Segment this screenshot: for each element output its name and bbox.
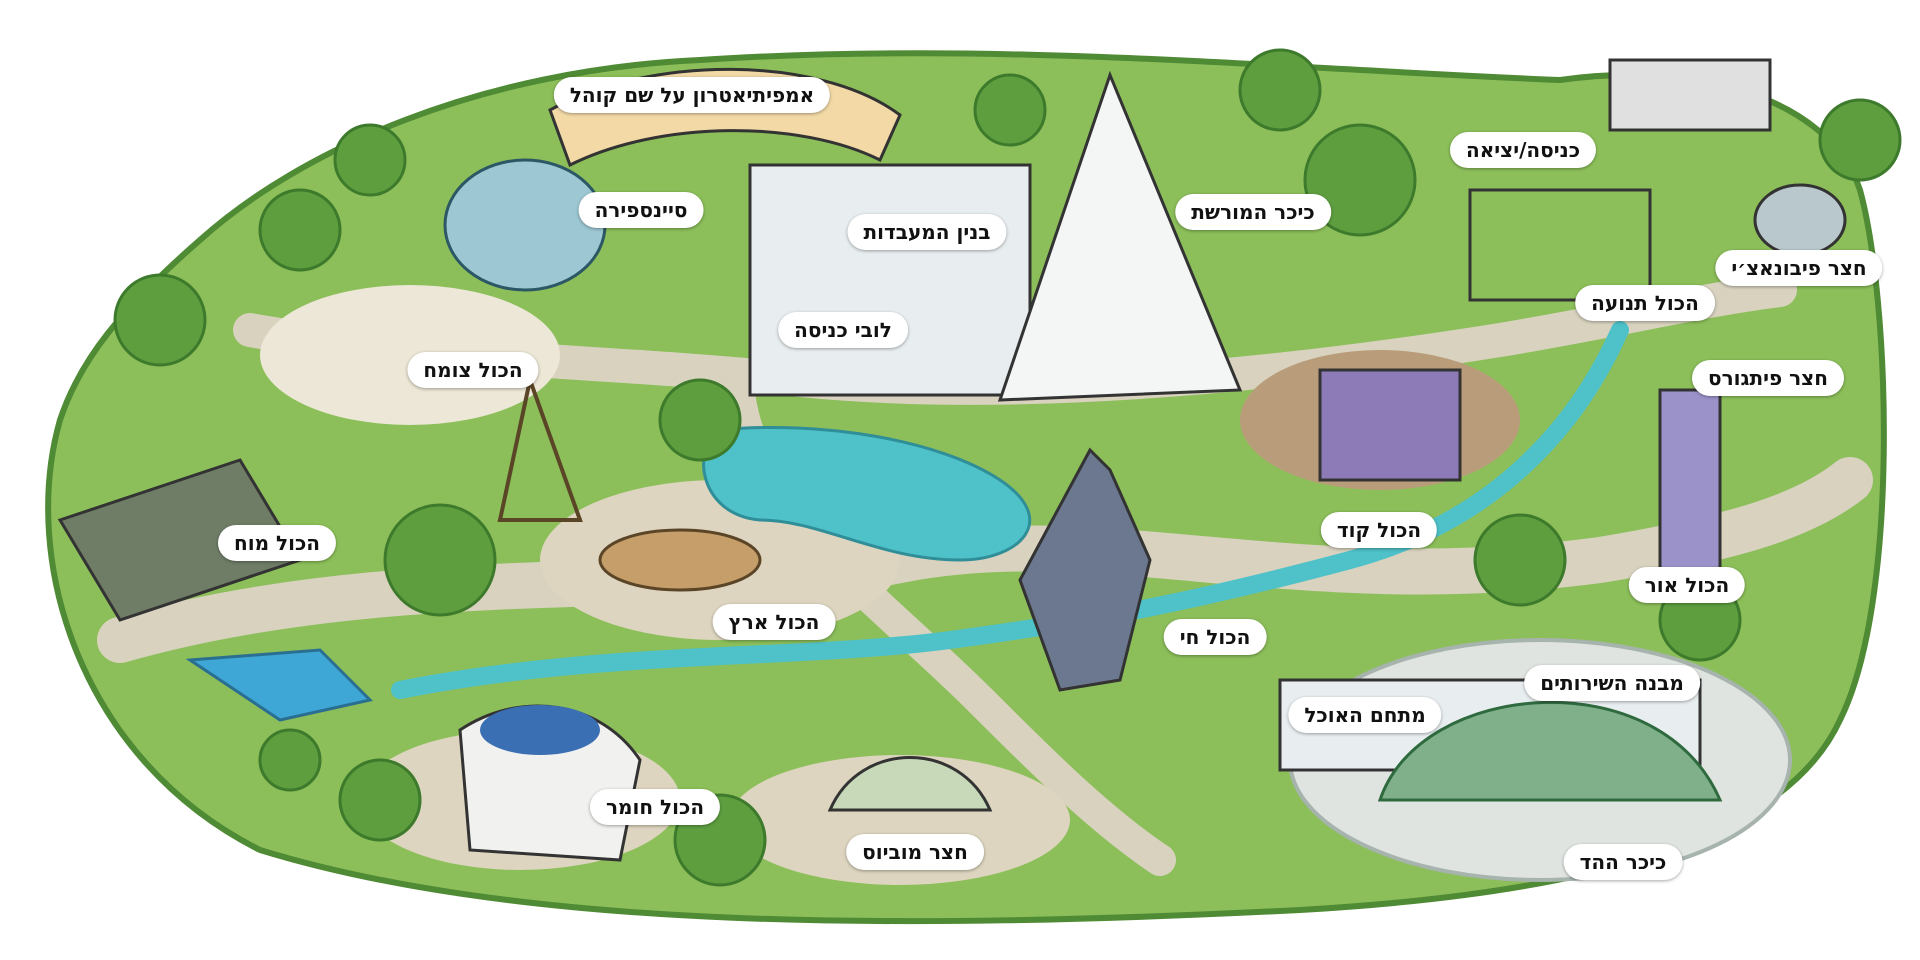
label-fibonacci[interactable]: חצר פיבונאצ׳י <box>1715 250 1883 286</box>
matter-umbrella <box>480 705 600 755</box>
tree <box>1303 123 1417 237</box>
label-echo[interactable]: כיכר ההד <box>1563 844 1683 880</box>
label-pythagoras[interactable]: חצר פיתגורס <box>1692 360 1844 396</box>
earth-deck <box>598 528 762 592</box>
entrance-gates <box>1608 58 1772 132</box>
tree <box>258 728 322 792</box>
tree <box>338 758 422 842</box>
label-alive[interactable]: הכול חי <box>1163 619 1267 655</box>
label-lobby[interactable]: לובי כניסה <box>778 312 908 348</box>
label-heritage[interactable]: כיכר המורשת <box>1175 194 1331 230</box>
pond <box>702 425 1032 562</box>
tree <box>1818 98 1902 182</box>
heritage-tent <box>997 70 1243 402</box>
labs-building <box>748 163 1032 397</box>
brain-pool <box>185 648 373 722</box>
alive-giant-figure <box>1018 447 1152 692</box>
tree <box>333 123 407 197</box>
fibonacci-dome <box>1753 183 1847 257</box>
label-services[interactable]: מבנה השירותים <box>1524 665 1700 701</box>
label-plants[interactable]: הכול צומח <box>407 352 539 388</box>
label-light[interactable]: הכול אור <box>1628 567 1746 603</box>
label-earth[interactable]: הכול ארץ <box>712 604 836 640</box>
tree <box>113 273 207 367</box>
echo-dome <box>1377 700 1723 802</box>
label-cinesphere[interactable]: סיינספירה <box>578 192 704 228</box>
tree <box>658 378 742 462</box>
mobius-pavilion <box>827 756 993 812</box>
label-motion[interactable]: הכול תנועה <box>1575 285 1715 321</box>
motion-structure <box>1468 188 1652 302</box>
code-cube <box>1318 368 1462 482</box>
mobius-plaza <box>730 755 1070 885</box>
label-matter[interactable]: הכול חומר <box>589 789 721 825</box>
label-brain[interactable]: הכול מוח <box>217 525 337 561</box>
label-mobius[interactable]: חצר מוביוס <box>846 834 984 870</box>
label-labs[interactable]: בנין המעבדות <box>847 214 1007 250</box>
earth-tower <box>497 372 583 522</box>
light-tower <box>1658 388 1722 572</box>
tree <box>383 503 497 617</box>
tree <box>258 188 342 272</box>
tree <box>973 73 1047 147</box>
tree <box>1238 48 1322 132</box>
label-food[interactable]: מתחם האוכל <box>1288 697 1442 733</box>
tree <box>1473 513 1567 607</box>
tree-cluster <box>113 48 1902 887</box>
label-code[interactable]: הכול קוד <box>1320 512 1438 548</box>
plants-plaza <box>260 285 560 425</box>
label-entrance[interactable]: כניסה/יציאה <box>1449 132 1597 168</box>
cinesphere-dome <box>443 158 607 292</box>
label-amphitheater[interactable]: אמפיתיאטרון על שם קוהל <box>553 77 831 113</box>
